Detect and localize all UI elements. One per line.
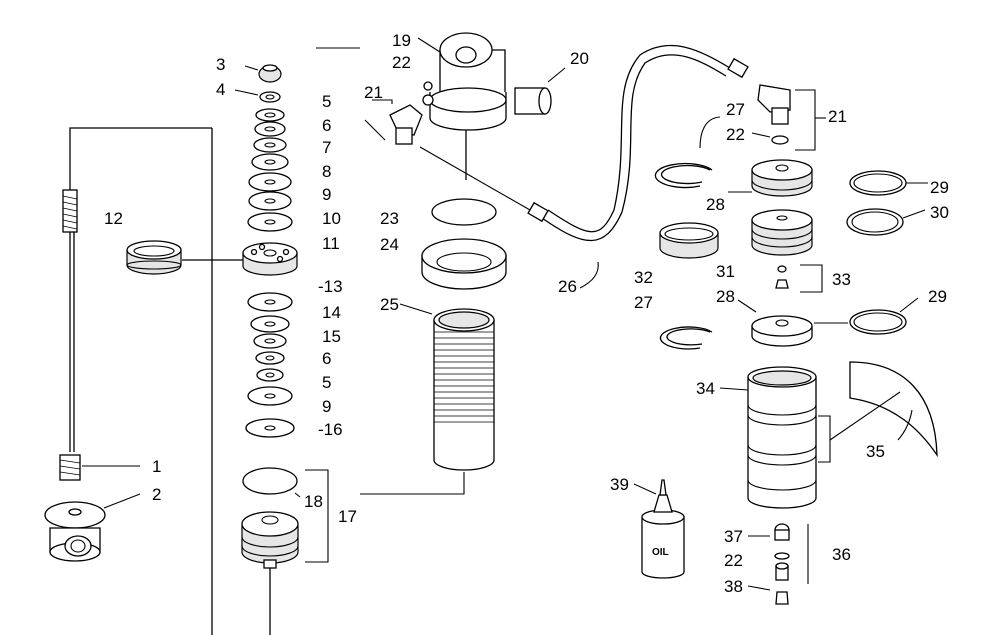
callout-38: 38	[724, 577, 743, 596]
part-28-piston-upper	[728, 159, 813, 197]
callout-6: 6	[322, 116, 331, 135]
part-24-seal	[421, 238, 507, 290]
callout-9b: 9	[322, 397, 331, 416]
callout-19: 19	[392, 31, 411, 50]
callout-26: 26	[558, 277, 577, 296]
part-27-snap-ring-lower	[659, 326, 713, 350]
callout-9: 9	[322, 185, 331, 204]
part-36-valve-group	[747, 523, 809, 605]
part-29-ring-lower	[849, 297, 919, 335]
callout-33: 33	[832, 270, 851, 289]
callout-27-upper: 27	[726, 100, 745, 119]
callout-28-upper: 28	[706, 195, 725, 214]
part-eyelet	[44, 493, 141, 562]
callout-29-upper: 29	[930, 178, 949, 197]
part-23-o-ring	[431, 198, 497, 226]
part-shaft	[59, 127, 213, 635]
washer-stack	[182, 64, 298, 438]
part-34-reservoir	[719, 366, 831, 509]
part-17-end-cap	[241, 467, 329, 635]
callout-23: 23	[380, 209, 399, 228]
part-31-piston	[751, 209, 823, 293]
callout-17: 17	[338, 507, 357, 526]
part-19-head	[316, 32, 507, 180]
callout-22-head: 22	[392, 53, 411, 72]
part-25-body-sleeve	[360, 303, 495, 495]
callout-14: 14	[322, 303, 341, 322]
callout-22-right: 22	[726, 125, 745, 144]
callout-12: 12	[104, 209, 123, 228]
oil-bottle-label: OIL	[652, 547, 669, 558]
callout-18: 18	[304, 492, 323, 511]
callout-4: 4	[216, 80, 225, 99]
callout-10: 10	[322, 209, 341, 228]
callout-22-valve: 22	[724, 551, 743, 570]
part-30-ring	[846, 208, 926, 236]
callout-25: 25	[380, 295, 399, 314]
callout-5b: 5	[322, 373, 331, 392]
callout-15: 15	[322, 327, 341, 346]
callout-8: 8	[322, 162, 331, 181]
callout-21-left: 21	[364, 83, 383, 102]
callout-30: 30	[930, 203, 949, 222]
callout-39: 39	[610, 475, 629, 494]
part-21-elbow-fitting-left	[364, 99, 531, 211]
callout-3: 3	[216, 55, 225, 74]
callout-6b: 6	[322, 349, 331, 368]
part-32-band	[659, 222, 719, 259]
part-12-collar	[126, 240, 182, 275]
part-20-cap	[514, 67, 566, 115]
callout-5: 5	[322, 92, 331, 111]
part-27-snap-ring-upper	[654, 116, 721, 189]
part-21-elbow-fitting-right	[751, 84, 826, 151]
callout-35: 35	[866, 442, 885, 461]
callout-7: 7	[322, 138, 331, 157]
callout-20: 20	[570, 49, 589, 68]
part-35-label-sheet	[829, 361, 938, 458]
callout-36: 36	[832, 545, 851, 564]
callout-21-right: 21	[828, 107, 847, 126]
callout-31: 31	[716, 262, 735, 281]
callout-37: 37	[724, 527, 743, 546]
callout-1: 1	[152, 457, 161, 476]
callout-28-lower: 28	[716, 287, 735, 306]
callout-labels: 1 2 3 4 5 6 7 8 9 10 11 12 -13 14 15 6 5…	[104, 31, 949, 596]
part-39-oil-bottle: OIL	[633, 479, 685, 579]
callout-11: 11	[322, 234, 340, 253]
part-28-piston-lower	[737, 299, 848, 347]
callout-32: 32	[634, 268, 653, 287]
callout-24: 24	[380, 235, 399, 254]
callout-29-lower: 29	[928, 287, 947, 306]
callout-34: 34	[696, 379, 715, 398]
part-26-hose	[527, 44, 749, 289]
callout-16: -16	[318, 420, 343, 439]
part-29-ring-upper	[849, 170, 928, 196]
callout-2: 2	[152, 485, 161, 504]
callout-13: -13	[318, 277, 343, 296]
callout-27-lower: 27	[634, 293, 653, 312]
